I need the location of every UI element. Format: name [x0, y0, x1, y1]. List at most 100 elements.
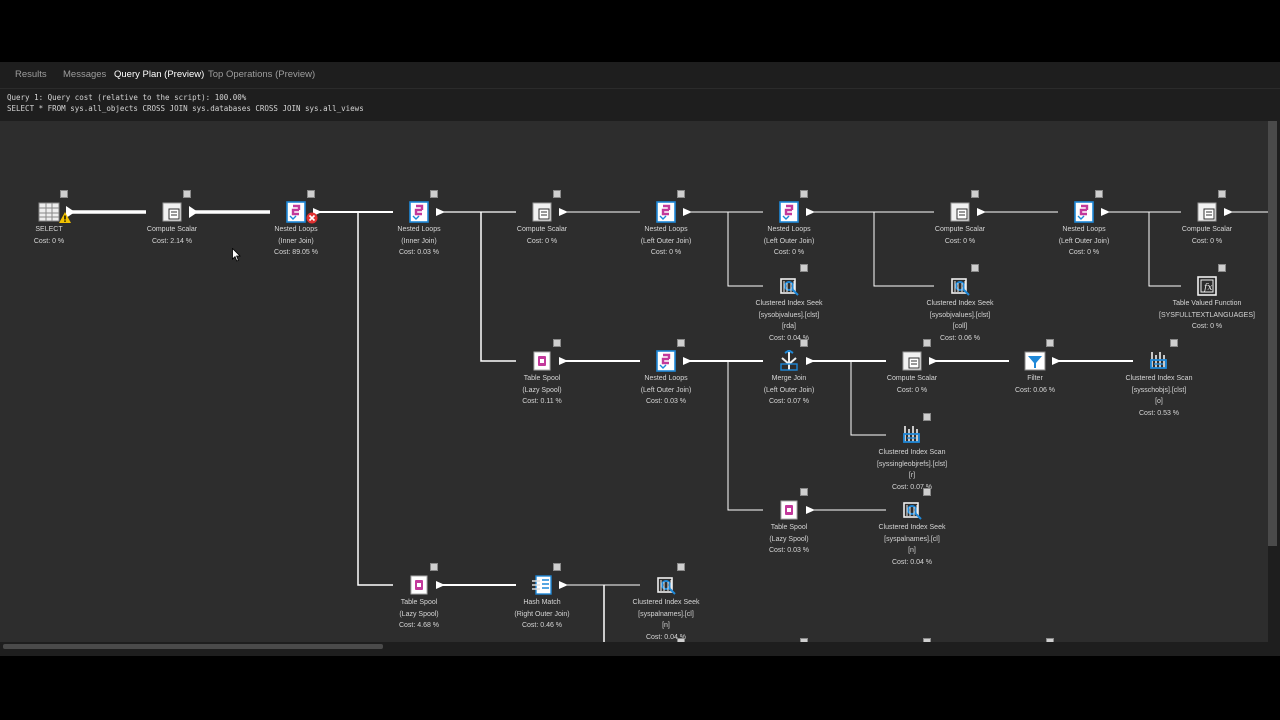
- plan-node-n4[interactable]: Nested Loops(Inner Join)Cost: 0.03 %: [359, 201, 479, 258]
- collapse-node-button[interactable]: [923, 638, 931, 642]
- query-sql-line: SELECT * FROM sys.all_objects CROSS JOIN…: [7, 104, 364, 113]
- hash-match-icon: [482, 574, 602, 596]
- mouse-pointer-icon: [232, 248, 241, 262]
- plan-node-n20[interactable]: Clustered Index Scan[syssingleobjrefs].[…: [852, 424, 972, 492]
- horizontal-scrollbar-thumb[interactable]: [3, 644, 383, 649]
- collapse-node-button[interactable]: [430, 563, 438, 571]
- plan-node-label: Nested Loops: [767, 226, 811, 233]
- plan-node-label: [r]: [908, 472, 916, 480]
- collapse-node-button[interactable]: [800, 638, 808, 642]
- collapse-node-button[interactable]: [677, 563, 685, 571]
- collapse-node-button[interactable]: [923, 339, 931, 347]
- plan-node-label: Nested Loops: [397, 226, 441, 233]
- plan-node-n11[interactable]: Clustered Index Seek[sysobjvalues].[clst…: [729, 275, 849, 343]
- collapse-node-button[interactable]: [677, 339, 685, 347]
- plan-node-label: [sysobjvalues].[clst]: [758, 311, 820, 319]
- collapse-node-button[interactable]: [971, 264, 979, 272]
- plan-node-label: Clustered Index Seek: [878, 524, 946, 531]
- plan-node-n16[interactable]: Merge Join(Left Outer Join)Cost: 0.07 %: [729, 350, 849, 407]
- plan-node-label: Cost: 0.04 %: [768, 334, 810, 342]
- collapse-node-button[interactable]: [553, 339, 561, 347]
- collapse-node-button[interactable]: [677, 638, 685, 642]
- select-icon: [0, 201, 109, 223]
- horizontal-scrollbar-track[interactable]: [0, 642, 1268, 650]
- compute-scalar-icon: [112, 201, 232, 223]
- plan-node-n6[interactable]: Nested Loops(Left Outer Join)Cost: 0 %: [606, 201, 726, 258]
- table-valued-function-icon: fx: [1147, 275, 1267, 297]
- plan-node-n24[interactable]: Hash Match(Right Outer Join)Cost: 0.46 %: [482, 574, 602, 631]
- collapse-node-button[interactable]: [1218, 264, 1226, 272]
- collapse-node-button[interactable]: [553, 563, 561, 571]
- tab-query-plan[interactable]: Query Plan (Preview): [114, 69, 205, 80]
- nested-loops-icon: [606, 201, 726, 223]
- collapse-node-button[interactable]: [1095, 190, 1103, 198]
- plan-node-label: Nested Loops: [1062, 226, 1106, 233]
- plan-node-label: Compute Scalar: [146, 226, 198, 233]
- collapse-node-button[interactable]: [971, 190, 979, 198]
- plan-node-n7[interactable]: Nested Loops(Left Outer Join)Cost: 0 %: [729, 201, 849, 258]
- plan-node-label: [coll]: [952, 323, 968, 331]
- plan-node-n9[interactable]: Nested Loops(Left Outer Join)Cost: 0 %: [1024, 201, 1144, 258]
- plan-node-label: Cost: 0.07 %: [768, 398, 810, 406]
- collapse-node-button[interactable]: [1046, 339, 1054, 347]
- collapse-node-button[interactable]: [800, 190, 808, 198]
- collapse-node-button[interactable]: [307, 190, 315, 198]
- collapse-node-button[interactable]: [800, 488, 808, 496]
- tab-results[interactable]: Results: [15, 69, 47, 80]
- plan-node-label: [rda]: [781, 323, 796, 331]
- collapse-node-button[interactable]: [677, 190, 685, 198]
- compute-scalar-icon: [852, 350, 972, 372]
- tab-top-operations[interactable]: Top Operations (Preview): [208, 69, 316, 80]
- filter-icon: [975, 350, 1095, 372]
- plan-node-n21[interactable]: Table Spool(Lazy Spool)Cost: 0.03 %: [729, 499, 849, 556]
- collapse-node-button[interactable]: [800, 339, 808, 347]
- tab-messages[interactable]: Messages: [63, 69, 107, 80]
- plan-node-n22[interactable]: Clustered Index Seek[syspalnames].[cl][n…: [852, 499, 972, 567]
- plan-node-label: Cost: 0.04 %: [645, 633, 687, 641]
- collapse-node-button[interactable]: [1218, 190, 1226, 198]
- merge-join-icon: [729, 350, 849, 372]
- plan-node-label: [syspalnames].[cl]: [638, 610, 694, 618]
- collapse-node-button[interactable]: [183, 190, 191, 198]
- collapse-node-button[interactable]: [923, 413, 931, 421]
- plan-node-n15[interactable]: Nested Loops(Left Outer Join)Cost: 0.03 …: [606, 350, 726, 407]
- plan-node-label: Table Valued Function: [1172, 300, 1242, 307]
- plan-node-n19[interactable]: Clustered Index Scan[sysschobjs].[clst][…: [1099, 350, 1219, 418]
- plan-node-label: [SYSFULLTEXTLANGUAGES]: [1159, 311, 1255, 319]
- plan-node-n3[interactable]: Nested Loops(Inner Join)Cost: 89.05 %: [236, 201, 356, 258]
- clustered-index-seek-icon: [900, 275, 1020, 297]
- vertical-scrollbar-thumb[interactable]: [1268, 121, 1277, 546]
- collapse-node-button[interactable]: [1046, 638, 1054, 642]
- collapse-node-button[interactable]: [430, 190, 438, 198]
- plan-node-label: Nested Loops: [644, 226, 688, 233]
- plan-node-label: (Left Outer Join): [763, 386, 815, 394]
- collapse-node-button[interactable]: [553, 190, 561, 198]
- plan-node-n12[interactable]: Clustered Index Seek[sysobjvalues].[clst…: [900, 275, 1020, 343]
- plan-node-label: Cost: 0.53 %: [1138, 409, 1180, 417]
- plan-node-label: Cost: 0.07 %: [891, 483, 933, 491]
- plan-node-label: [syspalnames].[cl]: [884, 535, 940, 543]
- table-spool-icon: [359, 574, 479, 596]
- collapse-node-button[interactable]: [1170, 339, 1178, 347]
- compute-scalar-icon: [900, 201, 1020, 223]
- plan-node-label: Compute Scalar: [886, 375, 938, 382]
- collapse-node-button[interactable]: [800, 264, 808, 272]
- compute-scalar-icon: [482, 201, 602, 223]
- plan-node-label: (Left Outer Join): [1058, 237, 1110, 245]
- plan-node-label: Cost: 0 %: [650, 249, 682, 257]
- collapse-node-button[interactable]: [60, 190, 68, 198]
- collapse-node-button[interactable]: [923, 488, 931, 496]
- plan-node-label: (Lazy Spool): [769, 535, 809, 543]
- plan-node-n25[interactable]: Clustered Index Seek[syspalnames].[cl][n…: [606, 574, 726, 642]
- plan-node-n23[interactable]: Table Spool(Lazy Spool)Cost: 4.68 %: [359, 574, 479, 631]
- plan-node-n14[interactable]: Table Spool(Lazy Spool)Cost: 0.11 %: [482, 350, 602, 407]
